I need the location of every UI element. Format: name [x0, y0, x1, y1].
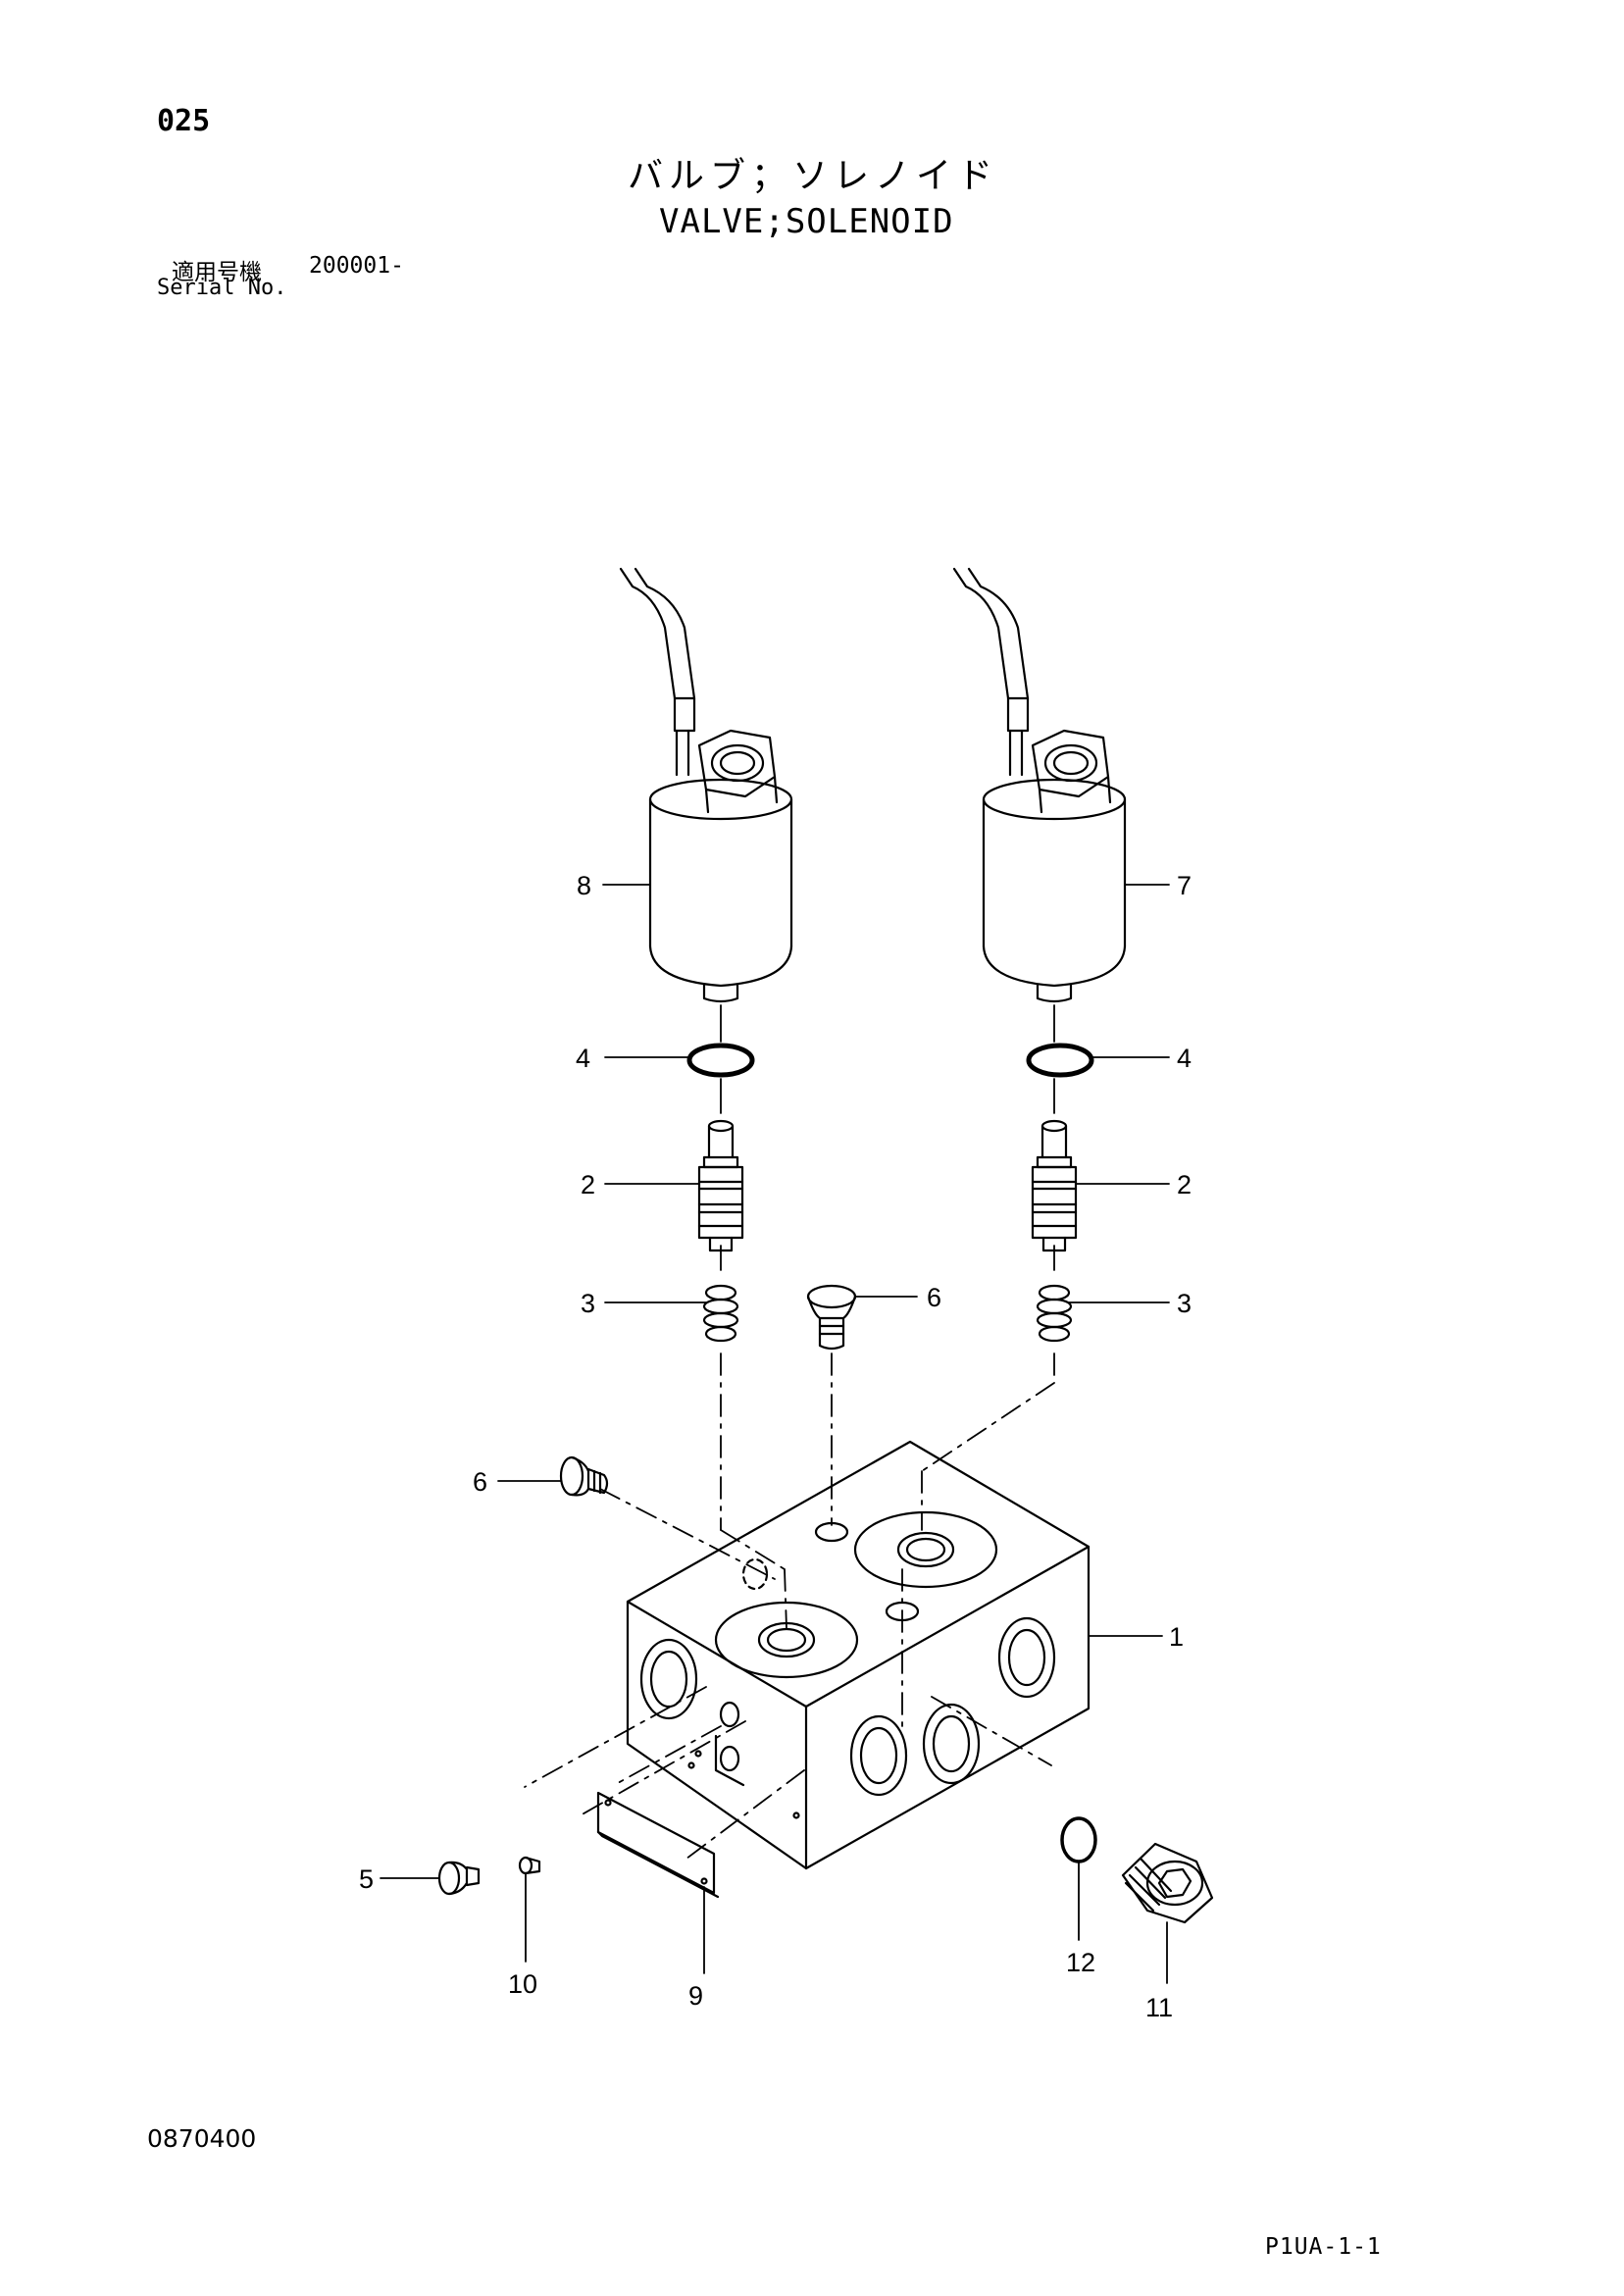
plug-top [806, 1284, 857, 1351]
callout-12: 12 [1066, 1948, 1095, 1977]
sheet-number: P1UA-1-1 [1265, 2234, 1382, 2260]
callout-7: 7 [1177, 871, 1192, 900]
serial-label-english: Serial No. [157, 276, 287, 300]
plug-bottom-left [437, 1861, 481, 1896]
plug-left [559, 1455, 609, 1497]
callout-6-left: 6 [473, 1467, 487, 1497]
solenoid-coil-right [952, 567, 1127, 1003]
o-ring-port [1060, 1816, 1097, 1863]
rivet [518, 1856, 541, 1875]
name-plate [596, 1791, 720, 1899]
spring-left [702, 1284, 739, 1343]
callout-3-right: 3 [1177, 1289, 1192, 1318]
valve-block [626, 1440, 1091, 1870]
spring-right [1036, 1284, 1073, 1343]
valve-cartridge-left [697, 1119, 744, 1252]
title-english: VALVE;SOLENOID [659, 202, 954, 241]
valve-cartridge-right [1031, 1119, 1078, 1252]
callout-1: 1 [1169, 1622, 1184, 1652]
assembly-centerlines [720, 1004, 1055, 1271]
callout-5: 5 [359, 1864, 374, 1894]
serial-label-japanese: 適用号機 [172, 260, 262, 285]
callout-3-left: 3 [581, 1289, 595, 1318]
callout-8: 8 [577, 871, 591, 900]
o-ring-right [1026, 1043, 1094, 1078]
document-number: 0870400 [147, 2124, 257, 2153]
plug-hex-socket [1121, 1842, 1214, 1924]
assembly-dashed-lines [524, 1352, 1055, 1860]
title-japanese: バルブ；ソレノイド [628, 156, 999, 196]
callout-2-right: 2 [1177, 1170, 1192, 1199]
callout-4-left: 4 [576, 1044, 590, 1073]
callout-10: 10 [508, 1969, 537, 1999]
callout-9: 9 [688, 1981, 703, 2011]
callout-4-right: 4 [1177, 1044, 1192, 1073]
o-ring-left [686, 1043, 755, 1078]
solenoid-coil-left [619, 567, 793, 1003]
leader-lines [380, 884, 1170, 1984]
callout-2-left: 2 [581, 1170, 595, 1199]
page-number: 025 [157, 104, 211, 138]
callout-6-top: 6 [927, 1283, 941, 1312]
serial-range: 200001- [309, 253, 404, 279]
callout-11: 11 [1145, 1993, 1173, 2022]
callout-labels: 8 7 4 4 2 2 3 3 6 6 1 5 10 9 12 11 [359, 871, 1192, 2022]
